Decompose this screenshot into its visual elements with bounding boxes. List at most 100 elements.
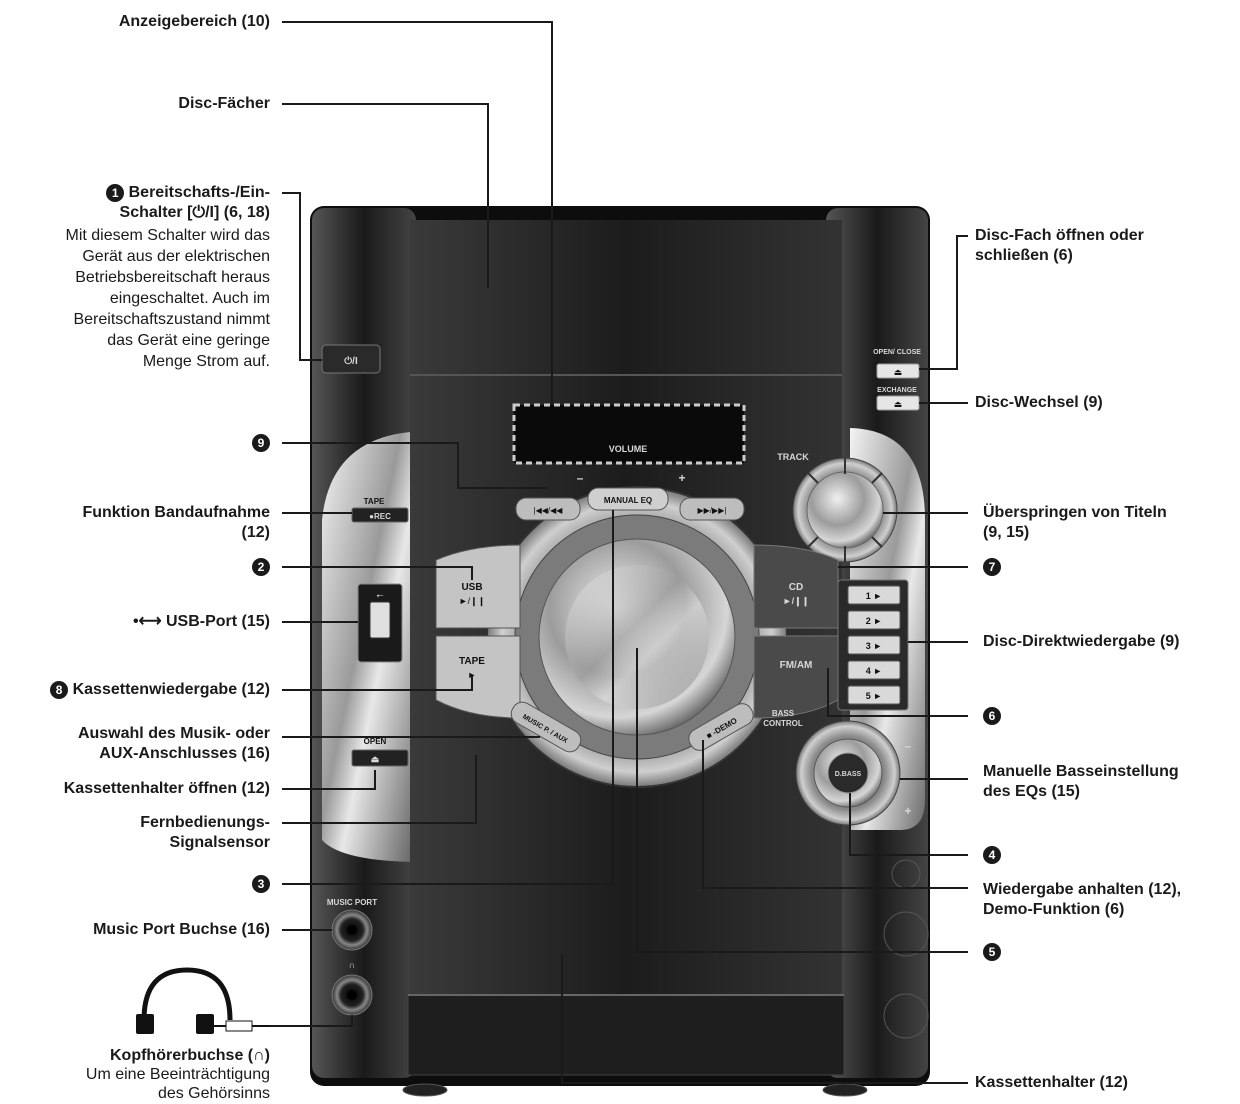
manual-eq-label: MANUAL EQ (604, 496, 652, 505)
usb-play-pause-icon: ►/❙❙ (459, 596, 486, 607)
eject-icon: ⏏ (371, 754, 380, 764)
dbass-button[interactable] (827, 752, 869, 794)
volume-label: VOLUME (609, 444, 648, 454)
label-kassettenwiedergabe: 8 Kassettenwiedergabe (12) (10, 680, 270, 700)
disc-direct-button-label: 1 ► (866, 591, 882, 601)
leader-lines (270, 21, 968, 1084)
label-music-aux: Auswahl des Musik- oder (77, 725, 270, 742)
exchange-label: EXCHANGE (877, 387, 917, 394)
next-button[interactable] (679, 497, 745, 521)
label-tape-rec-2: (12) (241, 524, 270, 541)
label-disc-wechsel: Disc-Wechsel (9) (975, 394, 1103, 411)
label-open-close-2: schließen (6) (975, 247, 1073, 264)
usb-icon: ⭠ (376, 590, 383, 600)
cassette-holder-panel (407, 994, 845, 1076)
tape-rec-button[interactable] (351, 507, 409, 523)
tape-play-icon: ► (468, 670, 477, 680)
label-sensor-2: Signalsensor (169, 834, 270, 851)
callout-number: 1 (106, 183, 125, 202)
disc-direct-button[interactable] (847, 635, 901, 655)
fm-am-label: FM/AM (780, 660, 813, 671)
label-music-port-buchse: Music Port Buchse (16) (93, 921, 270, 938)
label-stop-2: Demo-Funktion (6) (983, 901, 1125, 918)
kopfhoerer-desc-2: des Gehörsinns (157, 1085, 270, 1102)
callout-6: 6 (983, 706, 1001, 726)
stop-demo-button[interactable] (685, 700, 757, 754)
volume-plus: + (678, 471, 685, 485)
power-description: Mit diesem Schalter wird das Gerät aus d… (65, 227, 270, 370)
callout-9: 9 (40, 433, 270, 453)
callout-7: 7 (983, 557, 1001, 577)
open-label: OPEN (364, 737, 387, 746)
power-button-label: ⏻/I (344, 355, 358, 367)
disc-direct-buttons: 1 ► 2 ► 3 ► 4 ► 5 ► (847, 585, 901, 705)
bass-control-label: BASS (772, 709, 795, 718)
cd-button[interactable] (753, 544, 839, 629)
label-music-aux-2: AUX-Anschlusses (16) (99, 745, 270, 762)
next-icon: ▶▶/▶▶| (698, 506, 727, 515)
callout-4: 4 (983, 845, 1001, 865)
open-close-button[interactable] (876, 363, 920, 379)
music-port-label: MUSIC PORT (327, 898, 377, 907)
kopfhoerer-desc: Um eine Beeinträchtigung (85, 1066, 270, 1083)
disc-direct-button[interactable] (847, 660, 901, 680)
label-skip: Überspringen von Titeln (983, 504, 1167, 521)
track-label: TRACK (777, 452, 809, 462)
cassette-open-button[interactable] (351, 749, 409, 767)
label-sensor: Fernbedienungs- (140, 814, 270, 831)
label-open-close: Disc-Fach öffnen oder (975, 227, 1144, 244)
callout-3: 3 (40, 874, 270, 894)
label-kopfhoerer: Kopfhörerbuchse (∩) (110, 1047, 270, 1064)
label-kassettenhalter-oeffnen: Kassettenhalter öffnen (12) (63, 780, 270, 797)
dbass-label: D.BASS (835, 771, 862, 778)
label-bass: Manuelle Basseinstellung (983, 763, 1179, 780)
label-bass-2: des EQs (15) (983, 783, 1080, 800)
tape-button[interactable] (435, 635, 521, 719)
headphones-icon (141, 967, 233, 1021)
callout-5: 5 (983, 942, 1001, 962)
cd-play-pause-icon: ►/❙❙ (783, 596, 810, 607)
rec-label: ●REC (369, 512, 391, 521)
label-disc-faecher: Disc-Fächer (178, 95, 270, 112)
track-knob[interactable] (806, 471, 884, 549)
label-usb-port: •⟷ USB-Port (15) (133, 613, 270, 630)
callout-2: 2 (40, 557, 270, 577)
label-tape-rec: Funktion Bandaufnahme (82, 504, 270, 521)
usb-symbol-icon: •⟷ (133, 613, 166, 630)
label-skip-2: (9, 15) (983, 524, 1030, 541)
usb-button[interactable] (435, 544, 521, 629)
disc-direct-button-label: 3 ► (866, 641, 882, 651)
open-close-label: OPEN/ CLOSE (873, 349, 921, 356)
disc-direct-button[interactable] (847, 585, 901, 605)
eject-icon: ⏏ (894, 399, 903, 409)
usb-socket (369, 601, 391, 639)
bass-plus: + (904, 804, 911, 818)
bass-minus: – (905, 739, 912, 753)
eject-icon: ⏏ (894, 367, 903, 377)
label-power-title-2: Schalter [⏻/I] (6, 18) (119, 204, 270, 221)
music-p-aux-button[interactable] (508, 698, 585, 755)
tape-button-label: TAPE (459, 656, 485, 667)
display-area (512, 403, 746, 465)
cd-button-label: CD (789, 582, 803, 593)
label-disc-direkt: Disc-Direktwiedergabe (9) (983, 633, 1180, 650)
prev-button[interactable] (515, 497, 581, 521)
manual-eq-button[interactable] (587, 487, 669, 511)
disc-direct-button-label: 4 ► (866, 666, 882, 676)
headphone-icon: ∩ (349, 960, 356, 970)
disc-direct-button-label: 5 ► (866, 691, 882, 701)
disc-direct-button-label: 2 ► (866, 616, 882, 626)
disc-direct-button[interactable] (847, 685, 901, 705)
tape-top-label: TAPE (364, 497, 385, 506)
usb-button-label: USB (461, 582, 482, 593)
fm-am-button[interactable] (753, 635, 839, 719)
disc-direct-button[interactable] (847, 610, 901, 630)
bass-control-label: CONTROL (763, 719, 803, 728)
volume-minus: – (577, 471, 584, 485)
label-stop: Wiedergabe anhalten (12), (983, 881, 1182, 898)
label-anzeigebereich: Anzeigebereich (10) (118, 13, 270, 30)
label-kassettenhalter: Kassettenhalter (12) (975, 1074, 1128, 1091)
prev-icon: |◀◀/◀◀ (534, 506, 564, 515)
